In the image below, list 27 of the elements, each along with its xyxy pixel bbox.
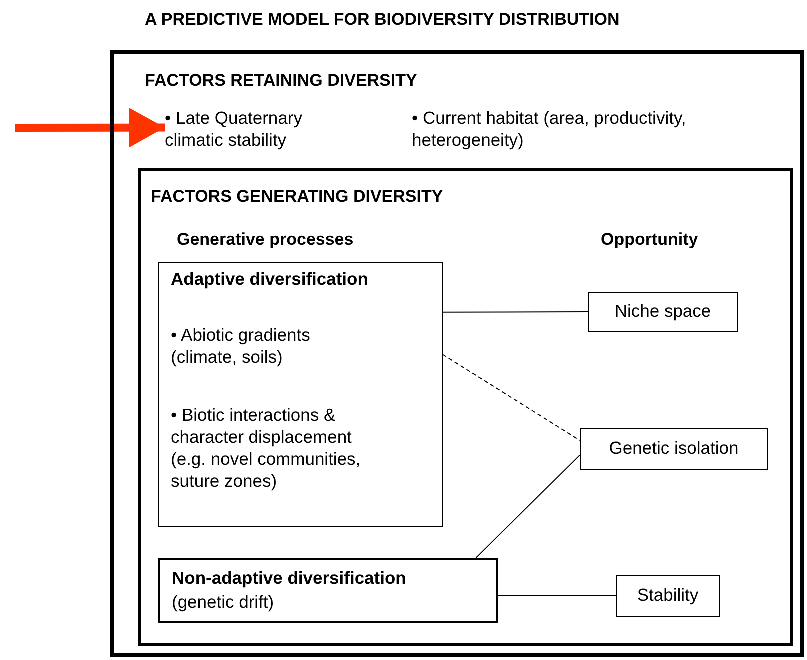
box-heading: Non-adaptive diversification <box>172 568 408 590</box>
diagram-title: A PREDICTIVE MODEL FOR BIODIVERSITY DISTRIBUTION <box>145 10 620 30</box>
opportunity-box <box>616 575 720 617</box>
bullet-text: • Biotic interactions & character displacement (e.g. novel communities, suture zones) <box>171 405 362 492</box>
section-heading: FACTORS GENERATING DIVERSITY <box>151 186 444 208</box>
outer-panel <box>110 50 804 657</box>
bullet-text: • Abiotic gradients (climate, soils) <box>171 325 312 369</box>
connector-line <box>476 454 580 558</box>
connector-line <box>442 312 588 313</box>
column-heading: Opportunity <box>601 229 700 250</box>
connector-line <box>498 596 616 597</box>
box-subtext: (genetic drift) <box>172 592 276 614</box>
process-box <box>158 558 498 623</box>
opportunity-box <box>580 428 768 470</box>
opportunity-box <box>588 292 738 332</box>
process-box <box>158 262 443 527</box>
bullet-text: • Current habitat (area, productivity, heterogeneity) <box>412 108 687 160</box>
inner-panel <box>138 168 793 646</box>
arrow <box>14 108 166 148</box>
bullet-text: • Late Quaternary climatic stability <box>165 108 365 160</box>
connector-line <box>442 354 580 442</box>
box-heading: Adaptive diversification <box>171 269 370 291</box>
column-heading: Generative processes <box>177 229 355 250</box>
section-heading: FACTORS RETAINING DIVERSITY <box>145 70 418 92</box>
box-label: Niche space <box>614 301 712 323</box>
box-label: Genetic isolation <box>608 438 740 460</box>
box-label: Stability <box>636 585 700 607</box>
